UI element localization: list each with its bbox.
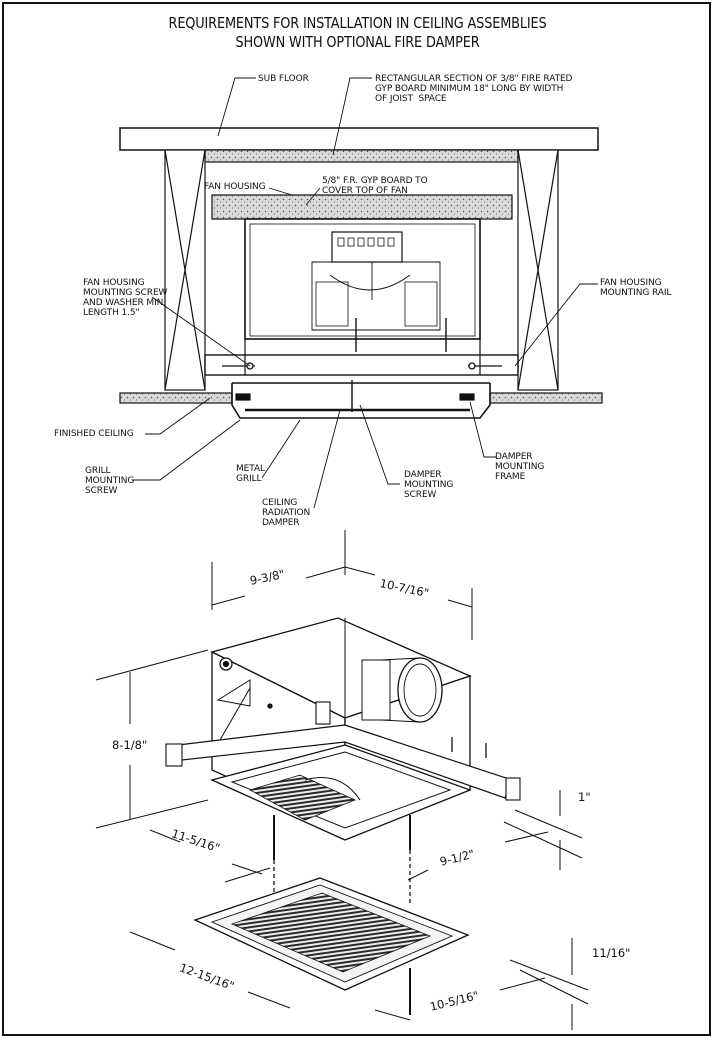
label-finished-ceiling: FINISHED CEILING [54,429,134,439]
damper-frame-bracket-left [235,393,251,401]
housing-side-screws [222,362,502,370]
label-damper-frame: DAMPER MOUNTING FRAME [495,452,545,482]
isometric-fan-unit [165,617,521,915]
section-leaders [132,77,598,509]
damper-frame-bracket-right [459,393,475,401]
motor-block [331,231,403,263]
fan-housing-mounting-rail [204,354,519,376]
dim-grill-height: 11/16" [592,946,631,960]
fire-rated-gyp-strip [204,149,519,163]
label-sub-floor: SUB FLOOR [258,74,309,84]
label-mounting-screw: FAN HOUSING MOUNTING SCREW AND WASHER MI… [83,278,168,318]
finished-ceiling-right [489,392,603,404]
finished-ceiling-left [119,392,233,404]
section-view [119,127,603,419]
damper-mounting-frame [231,383,491,419]
label-fan-housing: FAN HOUSING [204,182,266,192]
label-gyp-section: RECTANGULAR SECTION OF 3/8" FIRE RATED G… [375,74,573,104]
label-gyp-cover: 5/8" F.R. GYP BOARD TO COVER TOP OF FAN [322,176,428,196]
joist-right [517,149,559,391]
sub-floor-slab [119,127,599,151]
label-mounting-rail: FAN HOUSING MOUNTING RAIL [600,278,672,298]
label-radiation-damper: CEILING RADIATION DAMPER [262,498,311,528]
dimension-lines [95,530,589,1030]
grill-plate [193,877,470,1015]
gyp-board-cover [211,194,513,220]
dim-flange: 1" [578,790,591,804]
joist-left [164,149,206,391]
label-grill-screw: GRILL MOUNTING SCREW [85,466,135,496]
duct-collar [397,657,443,723]
dim-height: 8-1/8" [112,738,148,752]
diagram-title-line-1: REQUIREMENTS FOR INSTALLATION IN CEILING… [168,14,547,32]
diagram-title-line-2: SHOWN WITH OPTIONAL FIRE DAMPER [235,33,480,51]
label-metal-grill: METAL GRILL [236,464,265,484]
label-damper-screw: DAMPER MOUNTING SCREW [404,470,454,500]
